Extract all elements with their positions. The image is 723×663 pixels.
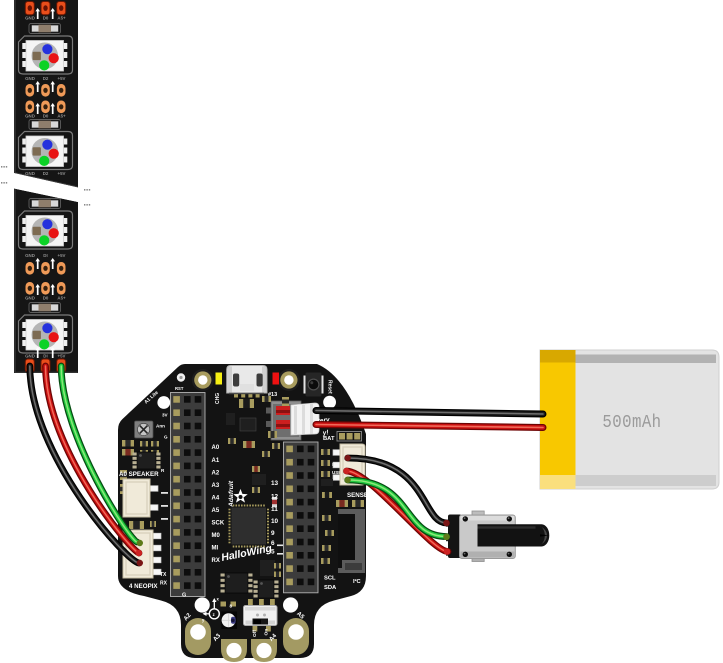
- svg-text:RST: RST: [175, 386, 184, 391]
- svg-text:A0: A0: [212, 445, 220, 451]
- svg-text:A0 SPEAKER: A0 SPEAKER: [119, 471, 159, 478]
- svg-text:M0: M0: [212, 533, 221, 539]
- svg-text:x: x: [217, 597, 220, 602]
- svg-text:I²C: I²C: [353, 578, 362, 585]
- svg-text:TX: TX: [160, 572, 167, 578]
- svg-text:Off: Off: [252, 630, 258, 637]
- svg-text:BAT: BAT: [323, 436, 335, 442]
- svg-text:6: 6: [271, 540, 275, 547]
- svg-text:RX: RX: [160, 581, 168, 587]
- svg-text:A3: A3: [213, 633, 223, 643]
- svg-text:G: G: [182, 593, 186, 599]
- svg-text:#13: #13: [268, 392, 277, 398]
- svg-text:D0: D0: [43, 114, 49, 119]
- svg-text:SDA: SDA: [324, 585, 337, 591]
- svg-text:+5V: +5V: [58, 171, 66, 176]
- svg-text:MI: MI: [212, 546, 219, 552]
- svg-text:SCL: SCL: [324, 576, 336, 582]
- svg-text:On: On: [264, 629, 270, 636]
- svg-text:4 NEOPIX: 4 NEOPIX: [129, 583, 158, 590]
- svg-text:10: 10: [271, 518, 279, 525]
- svg-text:A4: A4: [212, 495, 220, 501]
- svg-text:DI: DI: [43, 253, 47, 258]
- svg-text:A5: A5: [212, 508, 220, 514]
- svg-text:RX: RX: [212, 558, 220, 564]
- svg-text:Reset: Reset: [327, 380, 333, 394]
- svg-text:z: z: [213, 612, 215, 617]
- svg-text:5: 5: [271, 549, 275, 556]
- svg-text:500mAh: 500mAh: [602, 413, 661, 433]
- svg-text:GND: GND: [25, 171, 35, 176]
- svg-text:G: G: [164, 435, 168, 440]
- svg-text:GND: GND: [25, 296, 35, 301]
- svg-text:GND: GND: [25, 114, 35, 119]
- svg-text:SENSE: SENSE: [347, 492, 368, 499]
- svg-text:9: 9: [271, 530, 275, 537]
- svg-text:SCK: SCK: [212, 521, 225, 527]
- svg-text:y!: y!: [321, 429, 330, 437]
- svg-text:A5+: A5+: [57, 114, 66, 119]
- svg-text:3V: 3V: [162, 413, 169, 418]
- svg-text:GND: GND: [25, 16, 35, 21]
- svg-text:13: 13: [271, 480, 279, 487]
- svg-text:USB: USB: [332, 470, 342, 475]
- svg-text:A5: A5: [295, 611, 305, 621]
- svg-text:A1: A1: [212, 458, 220, 464]
- svg-text:GND: GND: [25, 76, 35, 81]
- svg-text:D0: D0: [43, 16, 49, 21]
- svg-text:GND: GND: [25, 354, 35, 359]
- svg-text:D2: D2: [43, 76, 49, 81]
- svg-text:y: y: [202, 618, 205, 623]
- svg-text:+5V: +5V: [58, 253, 66, 258]
- svg-text:12: 12: [271, 494, 279, 501]
- svg-text:+5V: +5V: [58, 76, 66, 81]
- svg-text:A5+: A5+: [57, 296, 66, 301]
- svg-text:DI: DI: [43, 354, 47, 359]
- svg-text:8: 8: [230, 604, 233, 609]
- svg-text:A2: A2: [212, 470, 220, 476]
- svg-text:GND: GND: [25, 253, 35, 258]
- svg-text:A3: A3: [212, 483, 220, 489]
- svg-text:Adafruit: Adafruit: [228, 480, 235, 508]
- svg-text:11: 11: [271, 506, 278, 513]
- svg-text:A2: A2: [183, 612, 193, 622]
- svg-text:R: R: [161, 468, 165, 473]
- svg-text:A4: A4: [269, 633, 279, 643]
- svg-text:CHG: CHG: [215, 393, 221, 404]
- svg-text:D0: D0: [43, 296, 49, 301]
- svg-text:D2: D2: [43, 171, 49, 176]
- svg-text:tery: tery: [317, 416, 330, 425]
- svg-text:Ann: Ann: [156, 424, 165, 429]
- svg-text:+5V: +5V: [58, 354, 66, 359]
- svg-text:A5+: A5+: [57, 16, 66, 21]
